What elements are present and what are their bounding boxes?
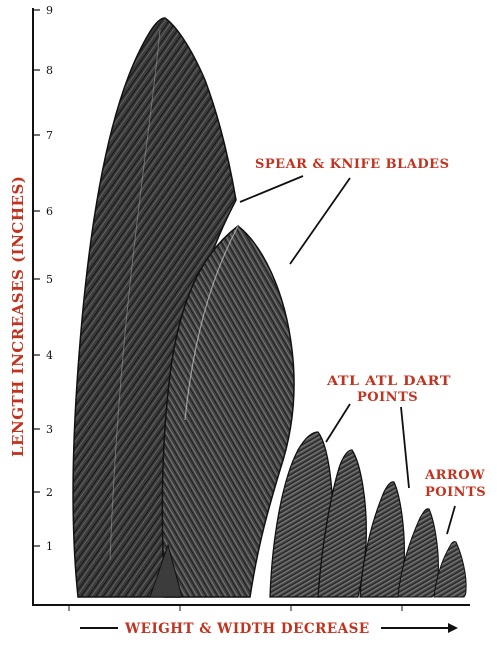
callout-arrow-line2: POINTS — [425, 485, 486, 500]
base-fragment-left — [149, 543, 183, 598]
arrow-point-2 — [433, 541, 467, 598]
y-tick-4: 4 — [46, 349, 53, 362]
y-tick-6: 6 — [46, 205, 53, 218]
points-illustration — [72, 17, 467, 598]
callout-atlatl: ATL ATL DART POINTS — [325, 374, 451, 489]
callout-spear-label: SPEAR & KNIFE BLADES — [255, 157, 449, 172]
callout-arrow-line1: ARROW — [424, 468, 485, 483]
callout-arrow: ARROW POINTS — [424, 468, 486, 535]
x-axis-title-group: WEIGHT & WIDTH DECREASE — [80, 621, 458, 637]
callout-atlatl-line2: POINTS — [357, 390, 418, 405]
y-tick-1: 1 — [46, 540, 53, 553]
y-axis: 1 2 3 4 5 6 7 8 9 — [32, 4, 53, 606]
y-tick-3: 3 — [46, 423, 53, 436]
y-tick-2: 2 — [46, 486, 53, 499]
y-axis-title: LENGTH INCREASES (INCHES) — [9, 176, 27, 457]
arrow-right-icon — [448, 623, 458, 633]
y-axis-ticks — [33, 9, 40, 547]
callout-spear: SPEAR & KNIFE BLADES — [239, 157, 449, 265]
knife-blade — [161, 225, 295, 598]
x-axis — [33, 604, 470, 611]
y-tick-8: 8 — [46, 64, 53, 77]
y-tick-5: 5 — [46, 273, 53, 286]
y-tick-7: 7 — [46, 129, 53, 142]
callout-atlatl-line1: ATL ATL DART — [326, 374, 451, 389]
y-tick-9: 9 — [46, 4, 53, 17]
x-axis-title: WEIGHT & WIDTH DECREASE — [124, 621, 370, 637]
